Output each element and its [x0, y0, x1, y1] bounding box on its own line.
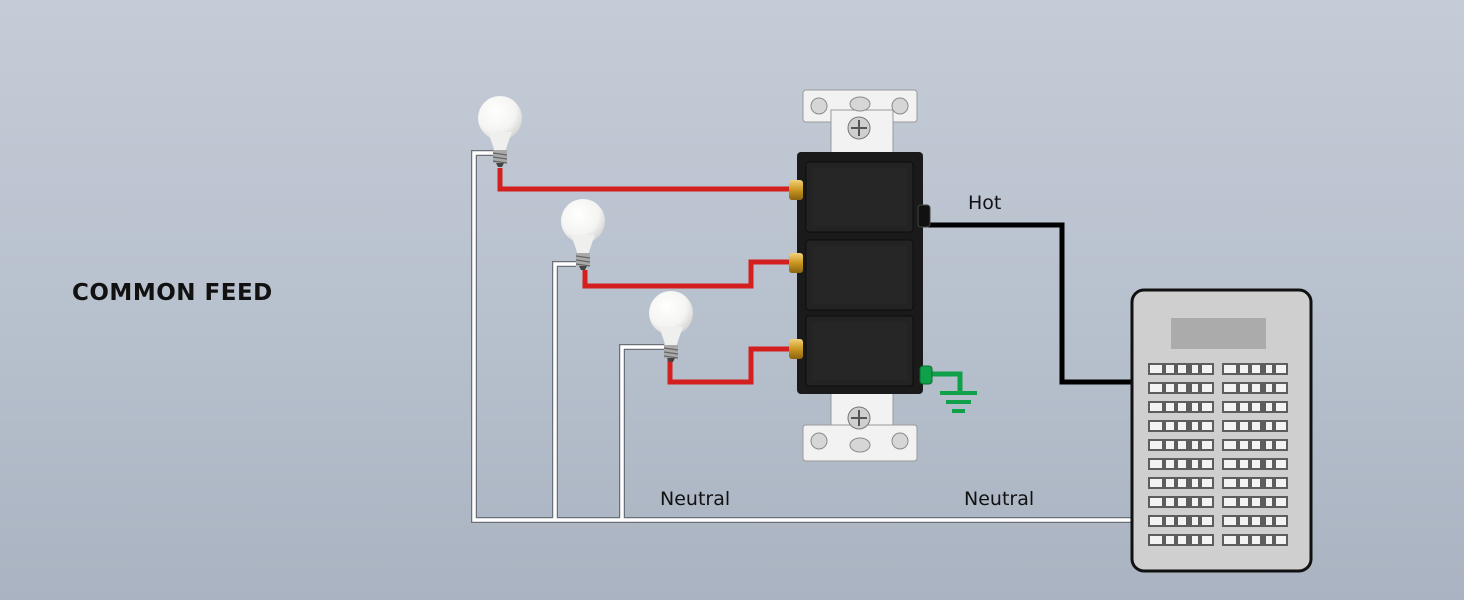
diagram-title: COMMON FEED [72, 280, 273, 306]
breaker-slot [1222, 496, 1288, 508]
neutral-label-right: Neutral [964, 488, 1034, 510]
breaker-panel [1130, 288, 1313, 573]
hot-terminal [917, 204, 931, 228]
breaker-slot [1148, 496, 1214, 508]
triple-switch [789, 89, 933, 462]
breaker-slot [1222, 515, 1288, 527]
breaker-slot [1148, 515, 1214, 527]
brass-terminal-3 [789, 339, 803, 359]
rocker-2 [812, 246, 907, 304]
rocker-1 [812, 168, 907, 226]
breaker-slot [1222, 458, 1288, 470]
breaker-slot [1148, 382, 1214, 394]
neutral-label-left: Neutral [660, 488, 730, 510]
breaker-slot [1148, 534, 1214, 546]
rocker-3 [812, 322, 907, 380]
breaker-slot [1222, 534, 1288, 546]
breaker-slot [1222, 477, 1288, 489]
breaker-slot [1222, 382, 1288, 394]
bottom-mounting-strap [802, 389, 918, 462]
breaker-slot [1148, 439, 1214, 451]
breaker-slot [1222, 439, 1288, 451]
breaker-slot [1148, 477, 1214, 489]
hot-wire [928, 222, 1146, 385]
top-mounting-strap [802, 89, 918, 155]
breaker-slot [1222, 363, 1288, 375]
brass-terminal-2 [789, 253, 803, 273]
ground-terminal [919, 365, 933, 385]
light-bulb-2 [561, 199, 605, 270]
breaker-slot [1148, 458, 1214, 470]
light-bulb-3 [649, 291, 693, 362]
breaker-slot [1148, 363, 1214, 375]
ground-wire [926, 371, 977, 413]
switched-wires [497, 168, 793, 385]
breaker-slot [1148, 420, 1214, 432]
brass-terminal-1 [789, 180, 803, 200]
hot-label: Hot [968, 192, 1001, 214]
breaker-slot [1148, 401, 1214, 413]
breaker-slot [1222, 401, 1288, 413]
light-bulb-1 [478, 96, 522, 167]
neutral-wires [471, 150, 1133, 523]
breaker-rows [1148, 363, 1288, 546]
breaker-slot [1222, 420, 1288, 432]
